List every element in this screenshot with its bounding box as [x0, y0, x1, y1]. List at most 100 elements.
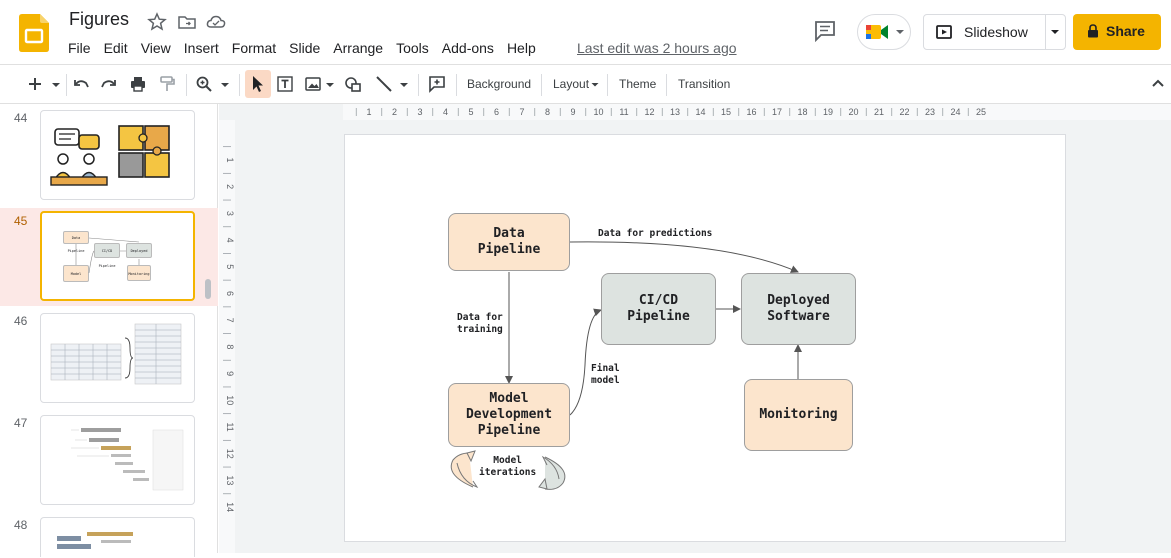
ruler-tick-label: 2	[225, 184, 235, 189]
select-tool-button[interactable]	[245, 70, 271, 98]
deployed-software-node[interactable]: Deployed Software	[741, 273, 856, 345]
slideshow-button[interactable]: Slideshow	[923, 14, 1066, 50]
slide-thumbnail-48[interactable]	[40, 517, 195, 557]
ruler-tick-label: 1	[225, 157, 235, 162]
bar-preview-icon	[57, 532, 133, 549]
table-preview-icon	[50, 323, 182, 385]
slides-logo-icon[interactable]	[19, 14, 49, 52]
meet-camera-icon	[866, 25, 888, 39]
data-for-predictions-label: Data for predictions	[598, 228, 713, 239]
layout-button[interactable]: Layout	[553, 77, 590, 91]
cicd-pipeline-node[interactable]: CI/CD Pipeline	[601, 273, 716, 345]
menu-insert[interactable]: Insert	[183, 40, 219, 56]
line-dropdown-icon[interactable]	[398, 75, 410, 93]
divider	[1045, 15, 1046, 49]
model-development-pipeline-node[interactable]: Model Development Pipeline	[448, 383, 570, 447]
paint-format-icon[interactable]	[158, 75, 176, 93]
ruler-tick-label: 4	[225, 238, 235, 243]
collapse-toolbar-icon[interactable]	[1149, 75, 1167, 93]
slide-number: 47	[14, 416, 28, 430]
redo-icon[interactable]	[100, 75, 118, 93]
iteration-cycle-icon	[450, 450, 566, 490]
line-icon[interactable]	[375, 75, 393, 93]
zoom-dropdown-icon[interactable]	[219, 75, 231, 93]
slide-canvas[interactable]: Data Pipeline Model Development Pipeline…	[344, 134, 1066, 542]
ruler-tick-label: 7	[225, 318, 235, 323]
slide-thumbnail-45[interactable]: Data Pipeline CI/CD Pipeline Deployed So…	[40, 211, 195, 301]
slide-number: 46	[14, 314, 28, 328]
thumb-node: CI/CD Pipeline	[94, 243, 120, 268]
menu-view[interactable]: View	[140, 40, 171, 56]
edge-data-to-deployed	[569, 241, 799, 273]
ruler-tick-label: 10	[593, 107, 603, 117]
image-icon[interactable]	[304, 75, 322, 93]
ruler-tick-label: 2	[392, 107, 397, 117]
menu-slide[interactable]: Slide	[289, 40, 321, 56]
slide-filmstrip: 44 45 Data Pipeline CI/CD Pipeline Deplo…	[0, 104, 218, 557]
text-box-icon[interactable]	[276, 75, 294, 93]
layout-dropdown-icon[interactable]	[590, 75, 600, 93]
cloud-saved-icon[interactable]	[206, 12, 226, 32]
slide-thumbnail-46[interactable]	[40, 313, 195, 403]
new-slide-dropdown-icon[interactable]	[50, 75, 62, 93]
toolbar-divider	[239, 74, 240, 96]
ruler-tick-label: 14	[695, 107, 705, 117]
move-to-folder-icon[interactable]	[177, 12, 197, 32]
ruler-tick-label: 6	[494, 107, 499, 117]
star-icon[interactable]	[147, 12, 167, 32]
slide-thumbnail-47[interactable]	[40, 415, 195, 505]
gantt-preview-icon	[71, 428, 184, 491]
menu-arrange[interactable]: Arrange	[333, 40, 384, 56]
shape-icon[interactable]	[344, 75, 362, 93]
data-pipeline-node[interactable]: Data Pipeline	[448, 213, 570, 271]
document-title[interactable]: Figures	[69, 9, 130, 29]
ruler-tick-label: 13	[225, 475, 235, 485]
toolbar-divider	[456, 74, 457, 96]
filmstrip-scrollbar[interactable]	[205, 279, 211, 299]
ruler-tick-label: 17	[772, 107, 782, 117]
ruler-tick-label: 10	[225, 395, 235, 405]
menu-file[interactable]: File	[68, 40, 91, 56]
thumb-node: Model Development Pipeline	[63, 265, 89, 282]
ruler-tick-label: 5	[225, 264, 235, 269]
slideshow-dropdown-icon[interactable]	[1050, 29, 1060, 35]
ruler-tick-label: 12	[225, 449, 235, 459]
meet-button[interactable]	[857, 14, 911, 50]
ruler-tick-label: 22	[899, 107, 909, 117]
ruler-tick-label: 4	[443, 107, 448, 117]
menu-help[interactable]: Help	[506, 40, 536, 56]
theme-button[interactable]: Theme	[619, 77, 657, 91]
diagram-connectors	[450, 241, 802, 490]
menu-tools[interactable]: Tools	[396, 40, 429, 56]
share-label: Share	[1106, 23, 1145, 39]
undo-icon[interactable]	[72, 75, 90, 93]
image-dropdown-icon[interactable]	[324, 75, 336, 93]
transition-button[interactable]: Transition	[678, 77, 731, 91]
monitoring-node[interactable]: Monitoring	[744, 379, 853, 451]
menu-add-ons[interactable]: Add-ons	[441, 40, 494, 56]
toolbar: Background Layout Theme Transition	[0, 64, 1171, 104]
toolbar-divider	[418, 74, 419, 96]
print-icon[interactable]	[129, 75, 147, 93]
menu-edit[interactable]: Edit	[103, 40, 128, 56]
ruler-tick-label: 9	[570, 107, 575, 117]
lock-icon	[1088, 24, 1098, 38]
add-comment-icon[interactable]	[428, 75, 446, 93]
new-slide-icon[interactable]	[26, 75, 44, 93]
menu-format[interactable]: Format	[231, 40, 277, 56]
last-edit-link[interactable]: Last edit was 2 hours ago	[577, 40, 737, 56]
share-button[interactable]: Share	[1073, 14, 1161, 50]
background-button[interactable]: Background	[467, 77, 532, 91]
comments-icon[interactable]	[812, 20, 838, 43]
thumb-node: Deployed Software	[126, 243, 152, 258]
ruler-tick-label: 23	[925, 107, 935, 117]
thumb-node: Monitoring	[127, 265, 151, 281]
slide-thumbnail-44[interactable]	[40, 110, 195, 200]
zoom-icon[interactable]	[195, 75, 213, 93]
final-model-label: Final model	[591, 363, 620, 386]
thumb-connectors	[75, 237, 140, 274]
